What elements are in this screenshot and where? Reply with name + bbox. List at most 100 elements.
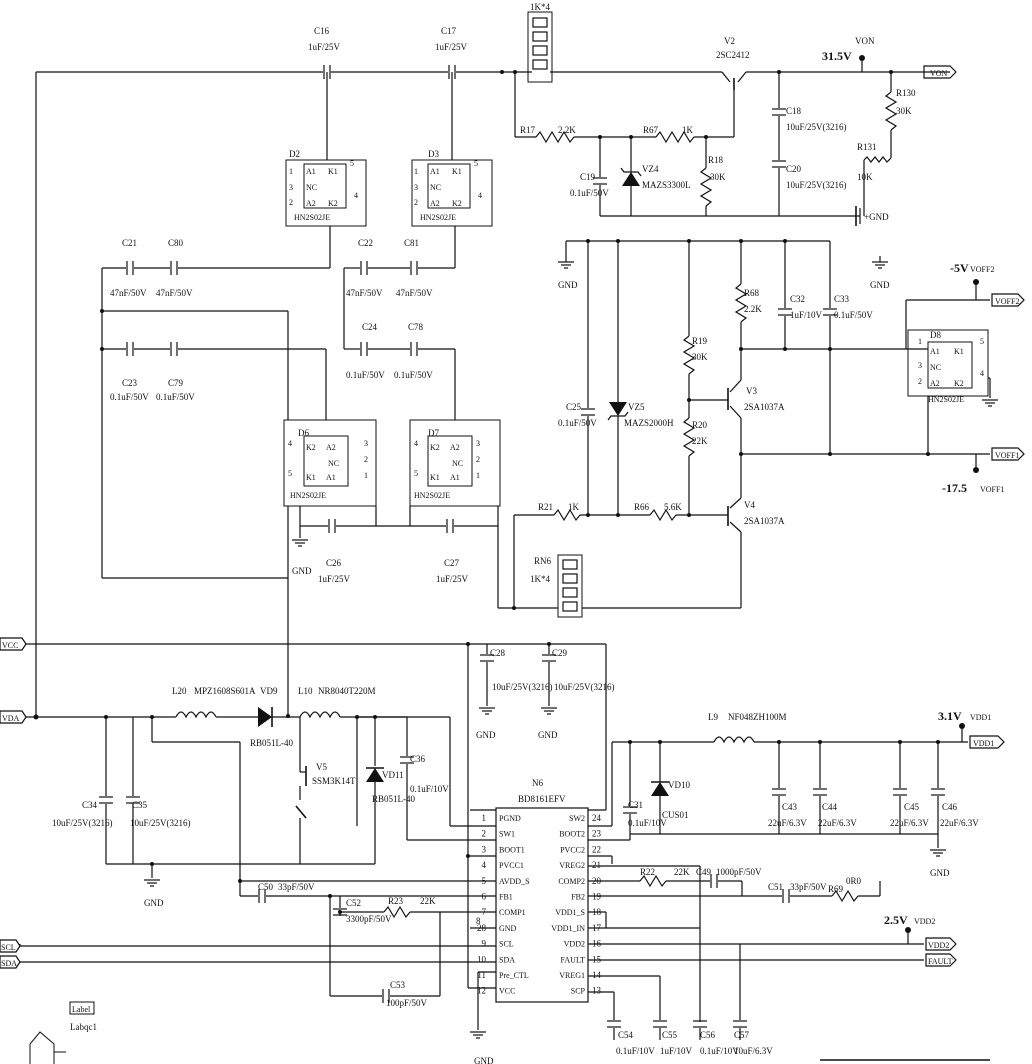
fault-port[interactable]: FAULT	[925, 953, 957, 967]
diode-d7: D7 4 5 3 1 2 K2 K1 A2 NC A1 HN2S02JE	[409, 419, 501, 507]
svg-text:D2: D2	[289, 149, 300, 159]
r130-value: 30K	[896, 106, 912, 116]
svg-text:C50: C50	[258, 882, 274, 892]
svg-text:C57: C57	[734, 1030, 750, 1040]
diode-d3: D3 1 2 3 4 5 A1 NC A2 K1 K2 HN2S02JE	[411, 72, 493, 227]
svg-text:Label: Label	[72, 1005, 91, 1014]
ic-pin-number: 13	[592, 986, 602, 996]
svg-text:C25: C25	[566, 402, 582, 412]
svg-text:HN2S02JE: HN2S02JE	[294, 213, 330, 222]
ic-pin-name: SCP	[571, 987, 586, 996]
svg-text:CUS01: CUS01	[662, 810, 689, 820]
svg-text:GND: GND	[538, 730, 558, 740]
svg-text:A2: A2	[450, 443, 460, 452]
diode-d6: D6 4 5 3 1 2 K2 K1 A2 NC A1 HN2S02JE	[283, 419, 377, 507]
svg-text:C33: C33	[834, 294, 850, 304]
svg-text:2: 2	[289, 198, 293, 207]
label-annotation: Label Labqc1	[29, 1001, 97, 1064]
svg-text:A1: A1	[930, 347, 940, 356]
svg-text:VOFF2: VOFF2	[970, 265, 994, 274]
svg-text:V4: V4	[744, 500, 755, 510]
svg-text:HN2S02JE: HN2S02JE	[420, 213, 456, 222]
svg-text:VD11: VD11	[382, 770, 404, 780]
svg-text:L9: L9	[708, 712, 718, 722]
svg-text:A1: A1	[430, 167, 440, 176]
voff1-port[interactable]: VOFF1	[991, 447, 1025, 461]
svg-text:C44: C44	[822, 802, 838, 812]
svg-text:0.1uF/50V: 0.1uF/50V	[110, 392, 149, 402]
c18-value: 10uF/25V(3216)	[786, 122, 847, 132]
svg-text:VDD1: VDD1	[970, 713, 991, 722]
svg-text:C21: C21	[122, 238, 137, 248]
svg-text:3: 3	[414, 183, 418, 192]
svg-text:1uF/10V: 1uF/10V	[660, 1046, 693, 1056]
svg-text:1uF/25V: 1uF/25V	[436, 574, 469, 584]
svg-text:MPZ1608S601A: MPZ1608S601A	[194, 686, 256, 696]
transistor-v2: V2 2SC2412	[716, 36, 750, 137]
svg-text:VOFF1: VOFF1	[980, 485, 1004, 494]
svg-text:A2: A2	[326, 443, 336, 452]
svg-text:3.1V: 3.1V	[938, 709, 962, 723]
svg-text:C52: C52	[346, 898, 361, 908]
ic-pin-name: COMP2	[558, 877, 585, 886]
vdd1-port[interactable]: VDD1	[969, 735, 1005, 749]
svg-text:C32: C32	[790, 294, 805, 304]
svg-text:C79: C79	[168, 378, 184, 388]
von-port[interactable]: VON	[923, 65, 957, 79]
svg-text:C45: C45	[904, 802, 920, 812]
c17-value: 1uF/25V	[435, 42, 468, 52]
svg-text:22K: 22K	[692, 436, 708, 446]
svg-text:22K: 22K	[420, 896, 436, 906]
svg-text:FAULT: FAULT	[928, 957, 953, 966]
vcc-port[interactable]: VCC	[0, 637, 27, 651]
svg-text:C29: C29	[552, 648, 568, 658]
svg-text:0.1uF/50V: 0.1uF/50V	[156, 392, 195, 402]
scl-port[interactable]: SCL	[0, 939, 21, 953]
svg-text:5: 5	[474, 159, 478, 168]
ic-pin-name: PVCC2	[560, 845, 585, 854]
v2-ref: V2	[724, 36, 735, 46]
svg-text:R21: R21	[538, 502, 553, 512]
ic-pin-name: SW1	[499, 830, 515, 839]
negative-rail-section: GND C25 0.1uF/50V VZ5 MAZS2000H R19 30K …	[497, 239, 1025, 618]
svg-text:1: 1	[364, 471, 368, 480]
svg-text:R22: R22	[640, 867, 655, 877]
vdd2-port[interactable]: VDD2	[925, 937, 957, 951]
ic-pin-name: FAULT	[561, 955, 586, 964]
ic-pin-name: AVDD_S	[499, 877, 530, 886]
vda-port[interactable]: VDA	[0, 710, 27, 724]
svg-text:RB051L-40: RB051L-40	[372, 794, 416, 804]
c17-ref: C17	[441, 26, 457, 36]
svg-text:1uF/25V: 1uF/25V	[318, 574, 351, 584]
svg-text:A2: A2	[930, 379, 940, 388]
resistor-array-top: 1K*4	[527, 2, 553, 83]
sda-port[interactable]: SDA	[0, 955, 21, 969]
svg-text:VD9: VD9	[260, 686, 278, 696]
svg-text:10uF/25V(3216): 10uF/25V(3216)	[492, 682, 553, 692]
voff2-port[interactable]: VOFF2	[991, 293, 1025, 307]
ic-pin-number: 9	[482, 939, 487, 949]
svg-text:C55: C55	[662, 1030, 678, 1040]
svg-text:2: 2	[414, 198, 418, 207]
svg-text:V3: V3	[746, 386, 757, 396]
svg-text:0.1uF/50V: 0.1uF/50V	[558, 418, 597, 428]
von-voltage: 31.5V	[822, 49, 852, 63]
svg-text:VDA: VDA	[2, 714, 20, 723]
svg-text:1: 1	[414, 167, 418, 176]
ic-pin-number: 24	[592, 813, 602, 823]
svg-text:VZ5: VZ5	[628, 402, 645, 412]
svg-text:L20: L20	[172, 686, 187, 696]
svg-text:1K*4: 1K*4	[530, 574, 550, 584]
svg-text:C26: C26	[326, 558, 342, 568]
r18-value: 30K	[710, 172, 726, 182]
r17-ref: R17	[520, 125, 536, 135]
c18-ref: C18	[786, 106, 802, 116]
transistor-v5: V5 SSM3K14T	[295, 717, 356, 864]
r67-value: 1K	[682, 125, 694, 135]
svg-text:VDD1: VDD1	[973, 739, 994, 748]
ic-pin-name: COMP1	[499, 908, 526, 917]
svg-text:47nF/50V: 47nF/50V	[156, 288, 193, 298]
ic-pin-name: GND	[499, 924, 517, 933]
svg-text:K1: K1	[306, 473, 316, 482]
